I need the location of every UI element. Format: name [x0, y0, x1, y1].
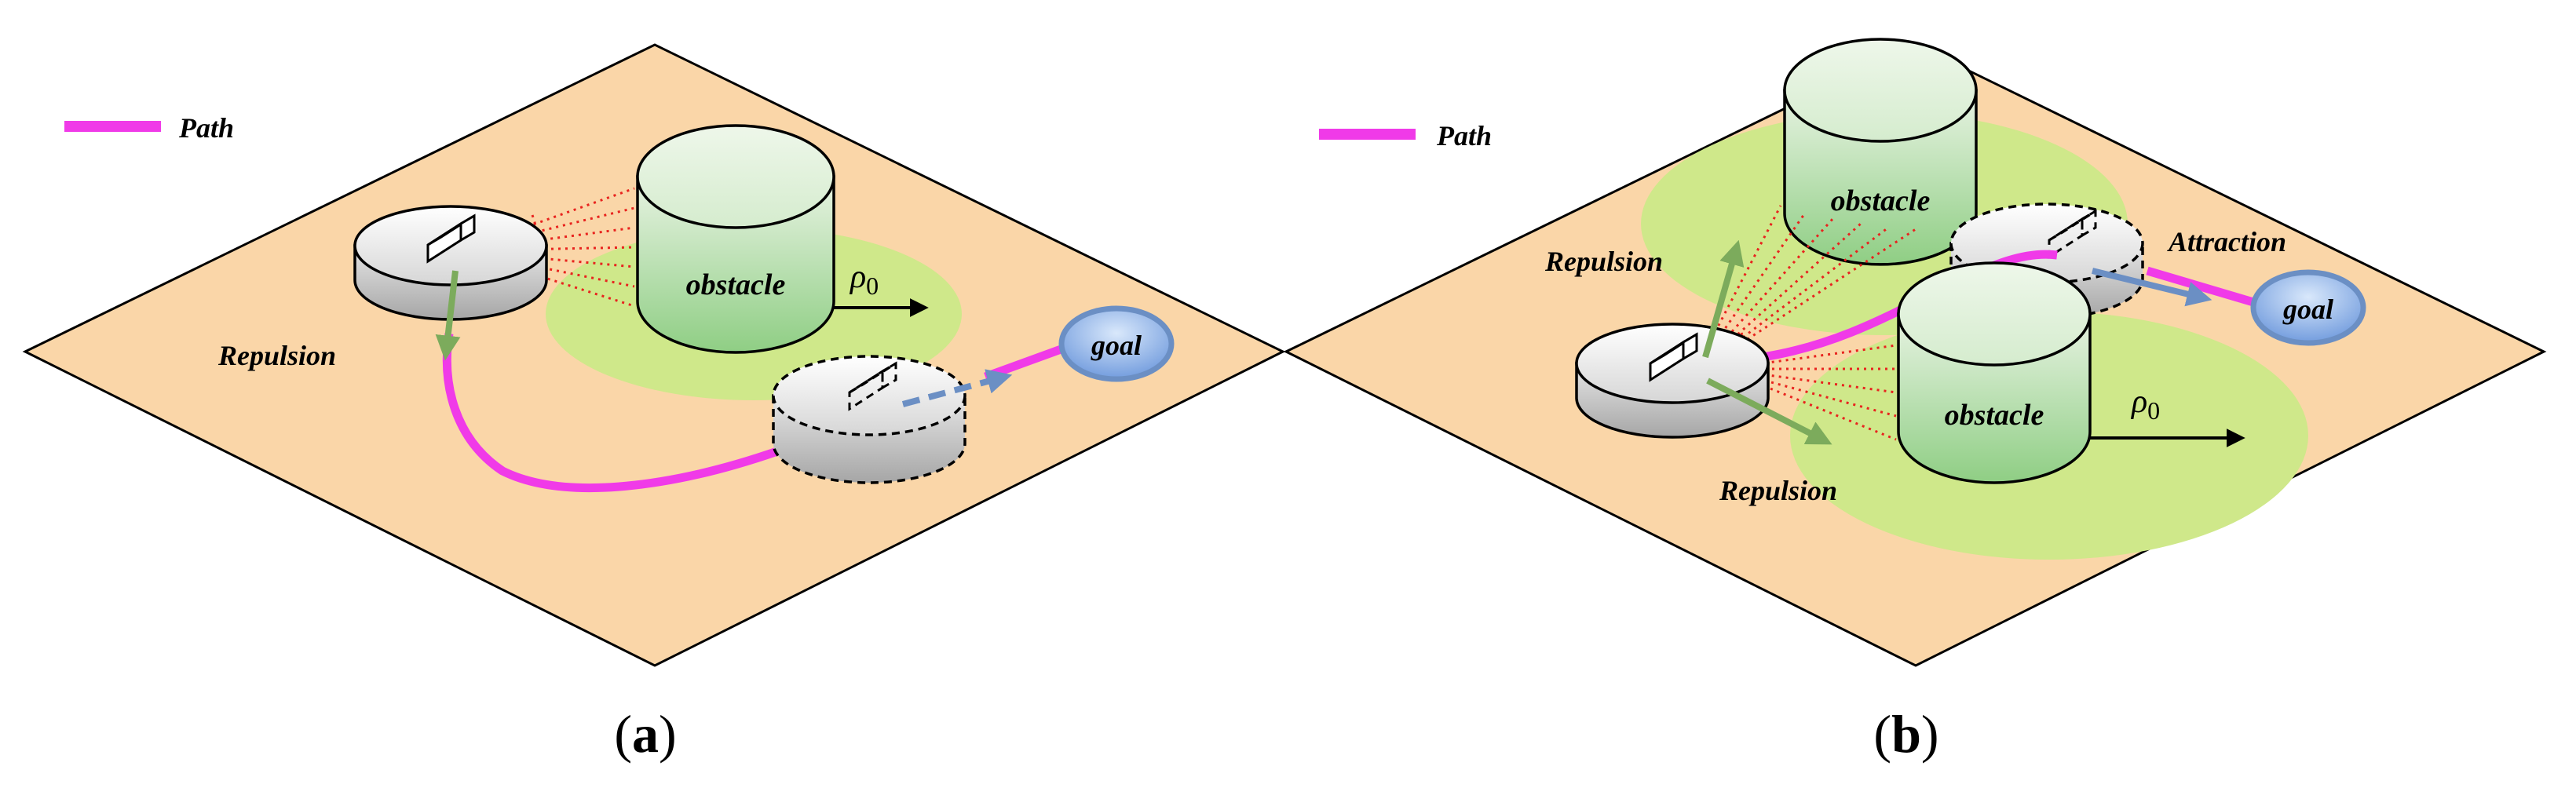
- rho-label-b: ρ0: [2130, 384, 2160, 425]
- goal-ellipse-icon: [2250, 269, 2366, 346]
- repulsion-arrow-b-down: [1706, 378, 1832, 445]
- sensor-icon: [426, 213, 476, 264]
- caption-b: (b): [1873, 704, 1938, 764]
- obstacle-cylinder-icon: [1783, 38, 1978, 266]
- repulsion-label-b-left: Repulsion: [1544, 246, 1663, 277]
- repulsion-label-b-bottom: Repulsion: [1719, 475, 1837, 506]
- legend-path-label-b: Path: [1436, 120, 1492, 151]
- sensor-icon: [1649, 332, 1698, 382]
- obstacle-label-b-bottom: obstacle: [1945, 399, 2044, 432]
- legend-path-label-a: Path: [178, 112, 234, 144]
- obstacle-label-a: obstacle: [686, 268, 786, 301]
- obstacle-cylinder-icon: [1897, 261, 2092, 484]
- attraction-label-b: Attraction: [2167, 226, 2286, 257]
- goal-label-b: goal: [2282, 294, 2333, 325]
- panel-b: Path obstacle Attraction goal: [1283, 38, 2547, 764]
- repulsion-arrow-b-up: [1702, 239, 1745, 359]
- attraction-arrow-a: [901, 369, 1013, 407]
- robot-icon: [1575, 323, 1770, 439]
- obstacle-label-b-top: obstacle: [1831, 184, 1931, 217]
- repulsion-arrow-a: [435, 270, 461, 361]
- panel-a: Path obstacle ρ0: [22, 43, 1286, 764]
- attraction-arrow-b: [2092, 268, 2212, 307]
- repulsion-label-a: Repulsion: [217, 340, 336, 371]
- rho-label-a: ρ0: [849, 259, 879, 300]
- obstacle-cylinder-icon: [636, 124, 835, 354]
- caption-a: (a): [614, 704, 676, 764]
- ghost-robot-icon: [772, 355, 966, 484]
- goal-ellipse-icon: [1058, 305, 1175, 382]
- goal-label-a: goal: [1091, 330, 1142, 361]
- path-line-a: [442, 333, 779, 492]
